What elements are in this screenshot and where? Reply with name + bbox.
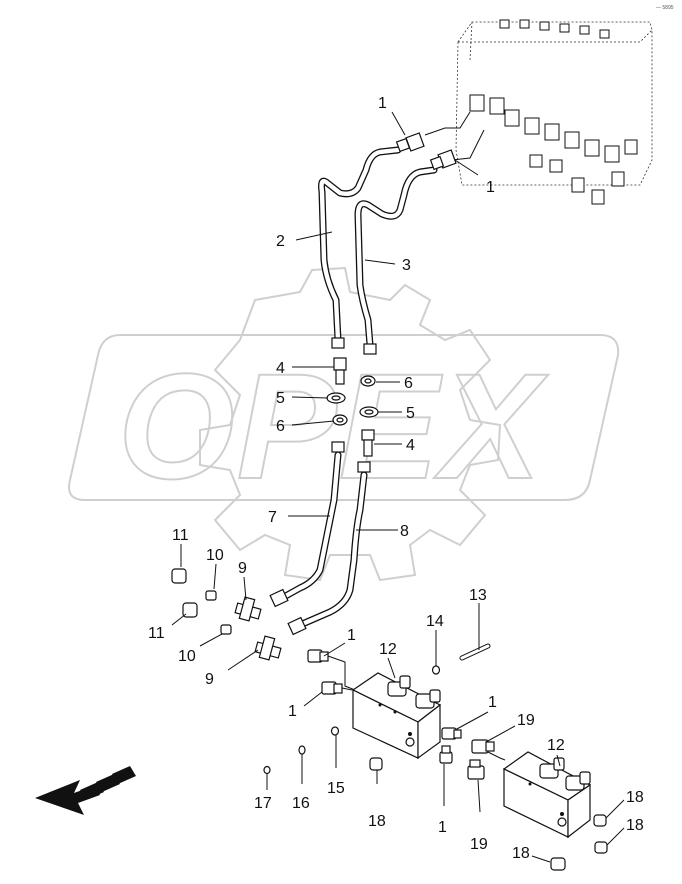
nut-17 — [263, 765, 271, 775]
callout-17: 17 — [254, 795, 272, 812]
tee-fitting-9-bottom — [254, 635, 282, 661]
leader-lines — [171, 111, 625, 863]
callout-18: 18 — [368, 813, 386, 830]
pin-13 — [459, 643, 491, 661]
plug-18-b — [593, 814, 607, 827]
fitting-1-top-b — [429, 149, 457, 171]
fitting-19-b — [467, 759, 485, 780]
callout-5: 5 — [406, 405, 415, 422]
callout-9: 9 — [238, 560, 247, 577]
cap-11-bottom — [182, 602, 198, 618]
fitting-1-right-b — [439, 745, 453, 764]
callout-13: 13 — [469, 587, 487, 604]
corner-mark: — 5895 — [656, 5, 674, 11]
pipe-7 — [269, 441, 345, 608]
callout-1: 1 — [288, 703, 297, 720]
callout-1: 1 — [486, 179, 495, 196]
cap-11-top — [171, 568, 187, 584]
direction-arrow — [35, 766, 136, 815]
callout-19: 19 — [517, 712, 535, 729]
washer-5-left — [326, 392, 346, 404]
callout-11: 11 — [172, 527, 189, 544]
plug-18-c — [594, 841, 608, 854]
callout-16: 16 — [292, 795, 310, 812]
washer-5-right — [359, 406, 379, 418]
callout-4: 4 — [406, 437, 415, 454]
plug-10-bottom — [220, 624, 232, 635]
callout-5: 5 — [276, 390, 285, 407]
fitting-1-top-a — [395, 132, 425, 153]
plug-18-d — [550, 857, 566, 871]
plug-10-top — [205, 590, 217, 601]
callout-3: 3 — [402, 257, 411, 274]
callout-18: 18 — [512, 845, 530, 862]
callout-14: 14 — [426, 613, 444, 630]
callout-10: 10 — [178, 648, 196, 665]
watermark-gear — [199, 266, 502, 582]
nut-6-top — [360, 375, 376, 387]
fitting-1-mid-a — [307, 649, 329, 663]
callout-12: 12 — [379, 641, 397, 658]
pipe-connector-line-a — [327, 655, 356, 691]
callout-labels: 1 1 2 3 4 6 5 5 6 4 7 8 11 10 9 11 10 9 … — [148, 95, 644, 862]
callout-6: 6 — [404, 375, 413, 392]
callout-1: 1 — [378, 95, 387, 112]
callout-1: 1 — [347, 627, 356, 644]
callout-18: 18 — [626, 817, 644, 834]
connector-4-bottom — [361, 429, 375, 457]
callout-19: 19 — [470, 836, 488, 853]
callout-1: 1 — [488, 694, 497, 711]
nut-6-bottom — [332, 414, 348, 426]
washer-15 — [330, 726, 340, 736]
callout-11: 11 — [148, 625, 165, 642]
valve-block-12-upper — [351, 672, 442, 760]
pipe-3 — [354, 166, 438, 355]
nut-14 — [431, 665, 441, 675]
pipe-2 — [318, 146, 402, 349]
fitting-19-a — [471, 739, 495, 754]
callout-1: 1 — [438, 819, 447, 836]
callout-10: 10 — [206, 547, 224, 564]
valve-block-12-lower — [502, 751, 592, 839]
plug-18-a — [369, 757, 383, 771]
callout-12: 12 — [547, 737, 565, 754]
nut-16 — [298, 745, 306, 755]
fitting-1-mid-b — [321, 681, 343, 695]
pipe-8 — [287, 461, 371, 636]
callout-6: 6 — [276, 418, 285, 435]
fitting-1-right-a — [441, 727, 462, 740]
callout-18: 18 — [626, 789, 644, 806]
control-valve-block — [424, 19, 653, 205]
callout-7: 7 — [268, 509, 277, 526]
callout-9: 9 — [205, 671, 214, 688]
watermark-band — [68, 334, 620, 501]
tee-fitting-9-top — [234, 596, 262, 622]
pipe-3-nut — [363, 343, 377, 355]
pipe-2-nut — [331, 337, 345, 349]
callout-15: 15 — [327, 780, 345, 797]
callout-8: 8 — [400, 523, 409, 540]
callout-4: 4 — [276, 360, 285, 377]
pipe-connector-line-c — [487, 751, 506, 761]
pipe-connector-line-b — [341, 687, 353, 691]
callout-2: 2 — [276, 233, 285, 250]
connector-4-top — [333, 357, 347, 385]
